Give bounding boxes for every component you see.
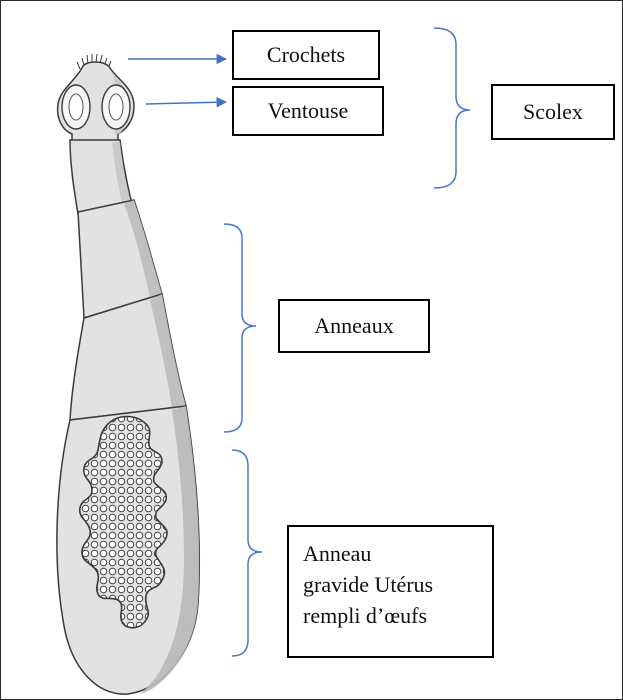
scolex-bracket — [434, 28, 470, 188]
anneaux-bracket — [224, 224, 256, 432]
scolex-label: Scolex — [491, 84, 615, 140]
tapeworm-body — [57, 54, 199, 694]
anneau-gravide-line-1: Anneau — [303, 538, 492, 569]
ventouse-label: Ventouse — [232, 86, 384, 136]
anneaux-label: Anneaux — [278, 299, 430, 353]
anneau-gravide-label: Anneau gravide Utérus rempli d’œufs — [287, 525, 494, 658]
anneau-gravide-line-3: rempli d’œufs — [303, 600, 492, 631]
anneau-gravide-line-2: gravide Utérus — [303, 569, 492, 600]
anneau-gravide-bracket — [232, 450, 262, 656]
crochets-label: Crochets — [232, 30, 380, 80]
ventouse-arrow — [146, 102, 226, 104]
